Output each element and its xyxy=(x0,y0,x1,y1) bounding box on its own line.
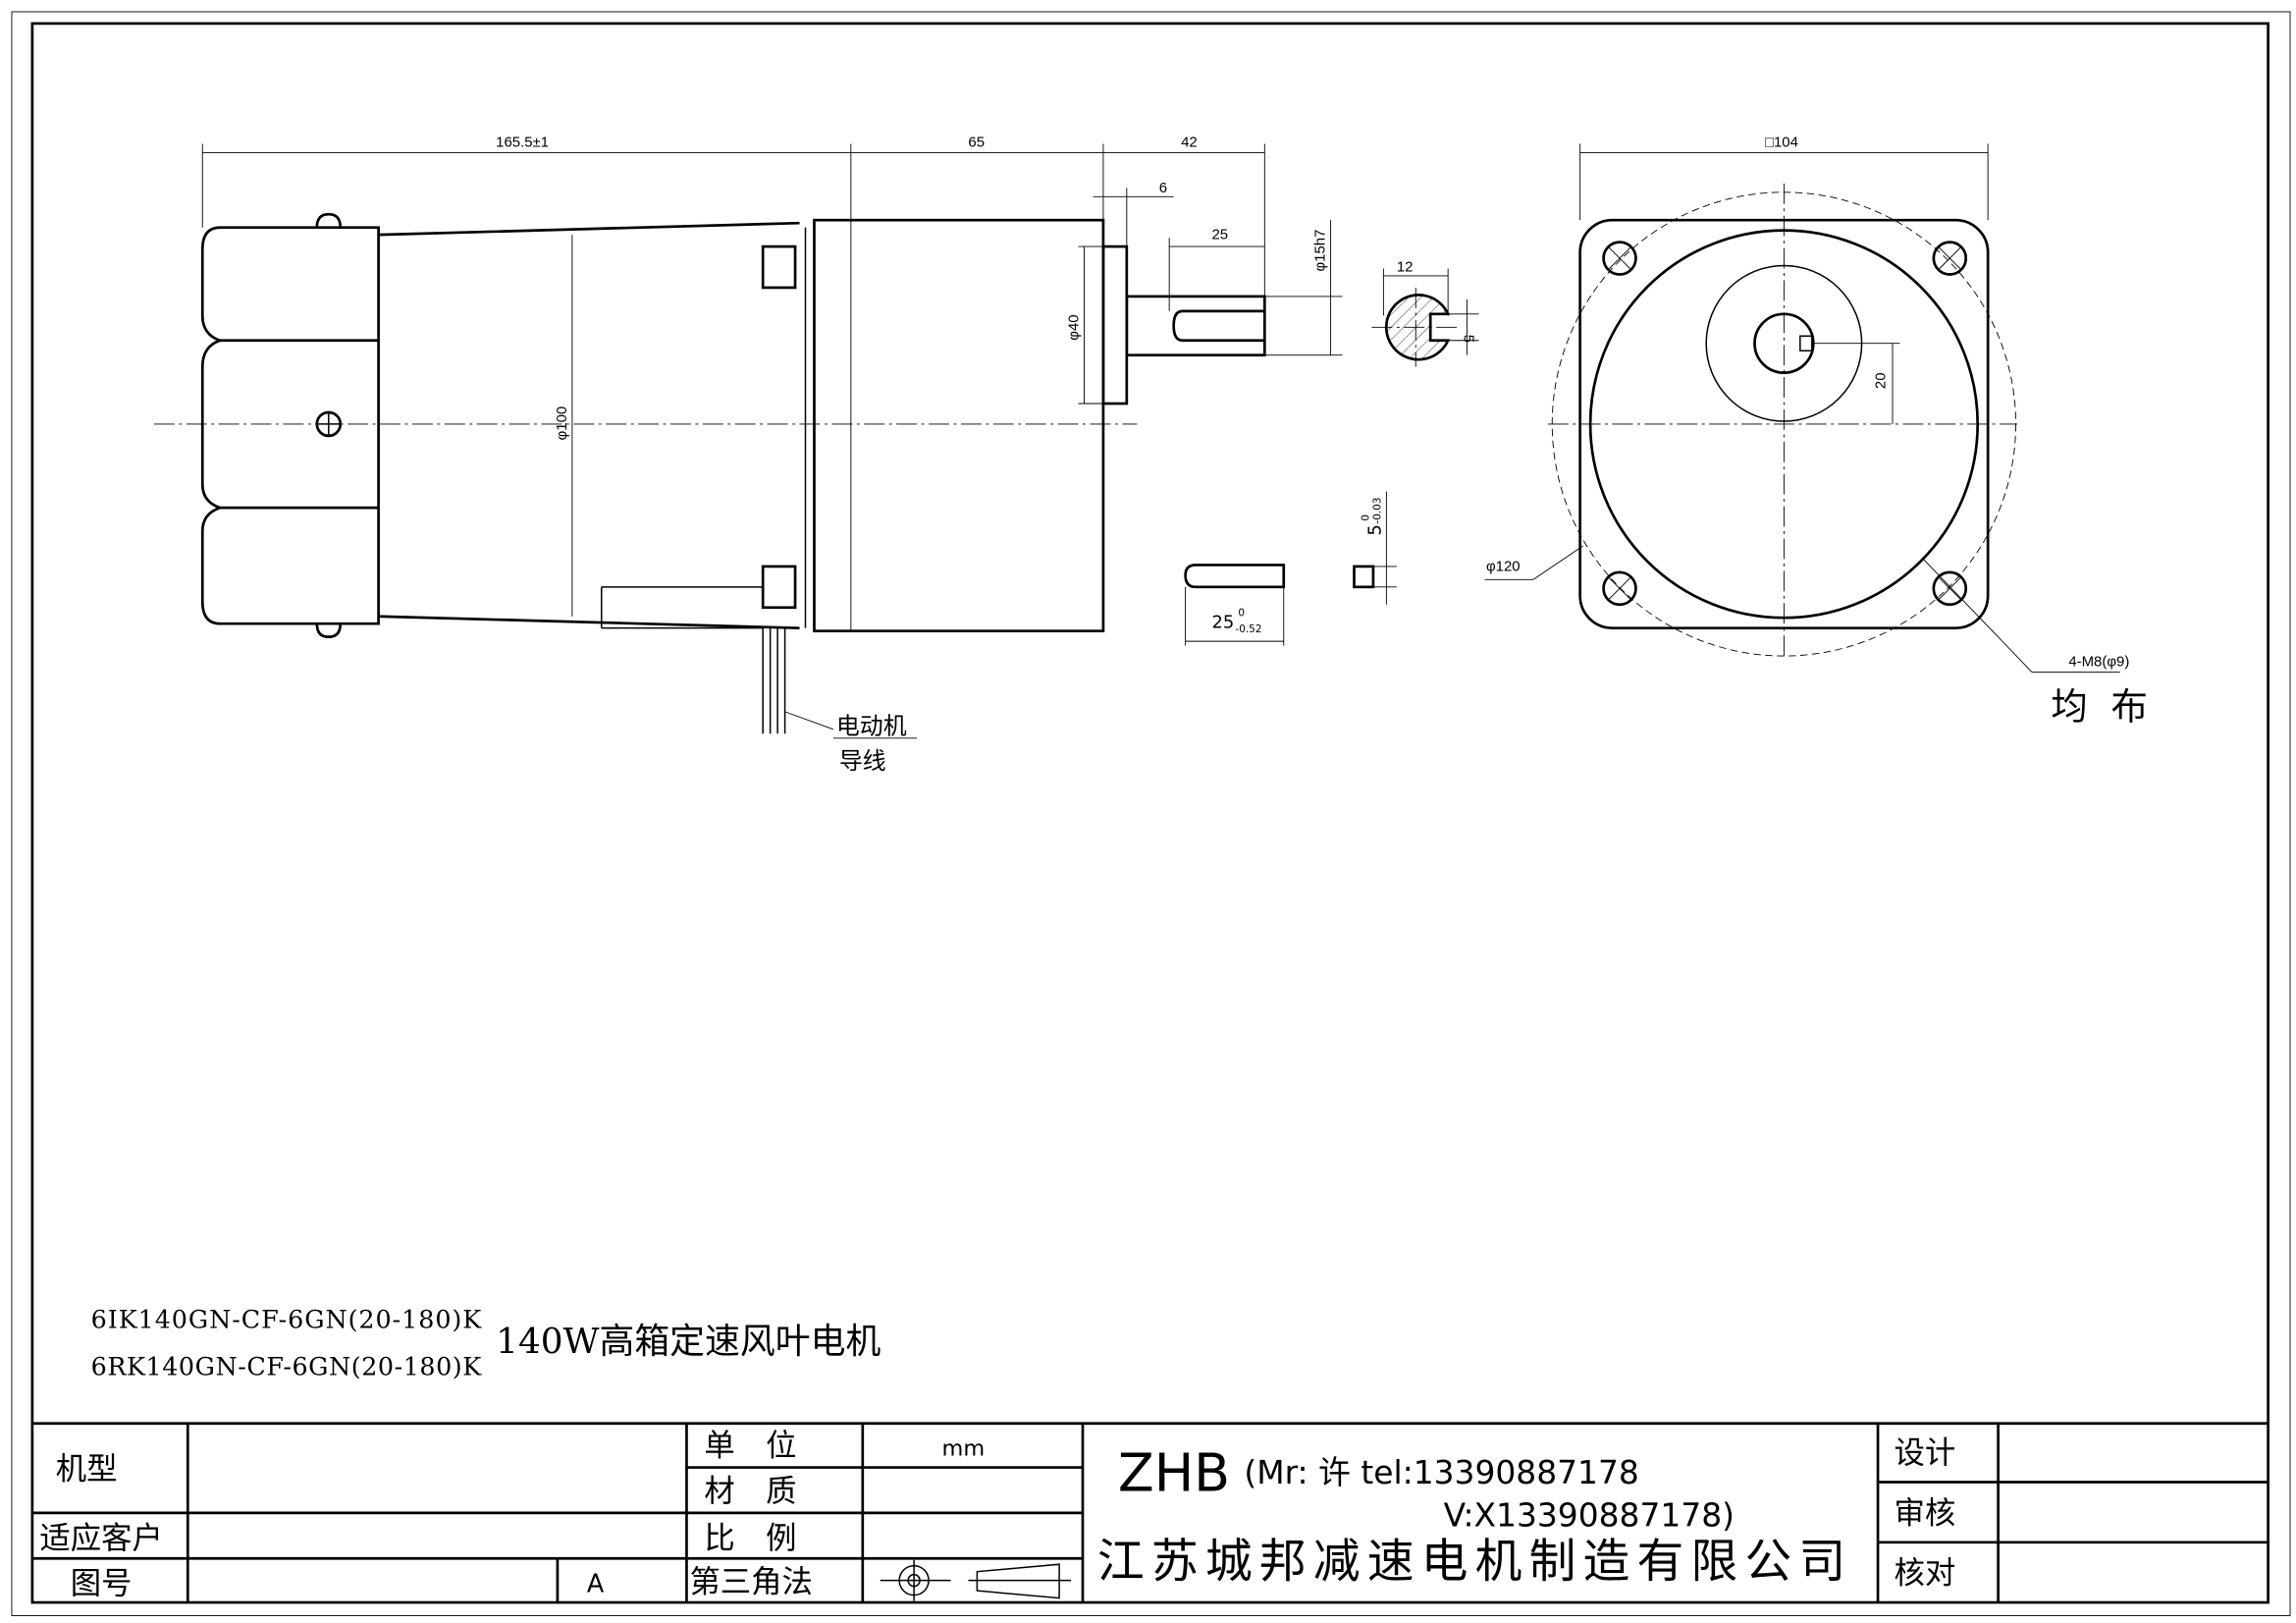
wire-label: 电动机 xyxy=(836,712,907,739)
flange xyxy=(1101,244,1129,406)
shaft-section: 12 5 xyxy=(1371,258,1479,367)
design-label: 设计 xyxy=(1894,1435,1955,1471)
output-shaft xyxy=(1125,295,1266,357)
check-label: 核对 xyxy=(1894,1556,1955,1592)
key-detail: 25 0 -0.52 5 0 -0.03 xyxy=(1184,491,1397,646)
unit-label: 单 位 xyxy=(704,1429,796,1464)
front-view: φ100 电动机 导线 xyxy=(153,134,1343,775)
material-label: 材 质 xyxy=(704,1474,796,1509)
motor-wires xyxy=(601,586,918,739)
wire-label-2: 导线 xyxy=(839,747,886,775)
connector-top xyxy=(761,244,797,290)
dim-key-length-lower: -0.52 xyxy=(1235,623,1261,635)
dim-holes: 4-M8(φ9) xyxy=(2068,654,2129,671)
holes-note: 均 布 xyxy=(2051,684,2147,728)
mounting-hole-icon xyxy=(1602,241,1968,607)
dim-65: 65 xyxy=(968,134,985,150)
review-label: 审核 xyxy=(1894,1495,1955,1531)
screw-icon xyxy=(315,212,343,638)
dim-6: 6 xyxy=(1159,180,1167,196)
customer-label: 适应客户 xyxy=(39,1521,163,1556)
third-angle-projection-icon xyxy=(880,1559,1072,1601)
shaft-key xyxy=(1799,335,1813,352)
drawing-number-label: 图号 xyxy=(71,1566,133,1601)
drawing-frame xyxy=(30,22,2269,1604)
gearbox xyxy=(813,218,1105,633)
dim-42: 42 xyxy=(1181,134,1198,150)
model-line-2: 6RK140GN-CF-6GN(20-180)K xyxy=(91,1351,483,1380)
dim-12: 12 xyxy=(1397,258,1414,275)
projection-label: 第三角法 xyxy=(689,1565,813,1600)
dim-pcd: φ120 xyxy=(1486,558,1521,574)
dim-offset-20: 20 xyxy=(1873,372,1890,389)
dim-key-height-lower: -0.03 xyxy=(1371,498,1383,524)
dim-pilot-dia: φ40 xyxy=(1066,314,1083,340)
dim-key-length-upper: 0 xyxy=(1238,608,1245,620)
dim-key-length: 25 xyxy=(1212,613,1235,633)
fan-cover xyxy=(200,226,380,625)
keyway xyxy=(1172,309,1265,343)
side-view: □104 20 φ120 4-M8(φ9) 均 布 xyxy=(1484,134,2148,728)
scale-label: 比 例 xyxy=(704,1521,796,1556)
connector-bottom xyxy=(761,565,797,610)
dim-square: □104 xyxy=(1765,134,1798,150)
outer-border xyxy=(11,11,2291,1616)
dim-keyway-5: 5 xyxy=(1461,335,1477,343)
company-name: 江苏城邦减速电机制造有限公司 xyxy=(1097,1536,1845,1590)
company-code: ZHB xyxy=(1118,1441,1230,1503)
model-line-1: 6IK140GN-CF-6GN(20-180)K xyxy=(91,1305,483,1334)
dimension-lines xyxy=(201,143,1343,405)
dim-body-diameter: φ100 xyxy=(554,406,570,441)
unit-value: mm xyxy=(942,1436,986,1462)
contact-line-1: (Mr: 许 tel:13390887178 xyxy=(1244,1453,1638,1491)
dim-165: 165.5±1 xyxy=(496,134,549,150)
dim-25: 25 xyxy=(1212,227,1229,243)
dim-shaft-dia: φ15h7 xyxy=(1312,230,1329,272)
contact-line-2: V:X13390887178) xyxy=(1444,1495,1735,1534)
product-title: 140W高箱定速风叶电机 xyxy=(496,1322,881,1362)
title-block xyxy=(31,1422,2269,1603)
model-label: 机型 xyxy=(56,1452,118,1488)
dim-key-height-upper: 0 xyxy=(1360,514,1371,521)
motor-body xyxy=(378,221,800,630)
dim-key-height: 5 xyxy=(1364,524,1385,535)
revision-value: A xyxy=(587,1569,605,1598)
